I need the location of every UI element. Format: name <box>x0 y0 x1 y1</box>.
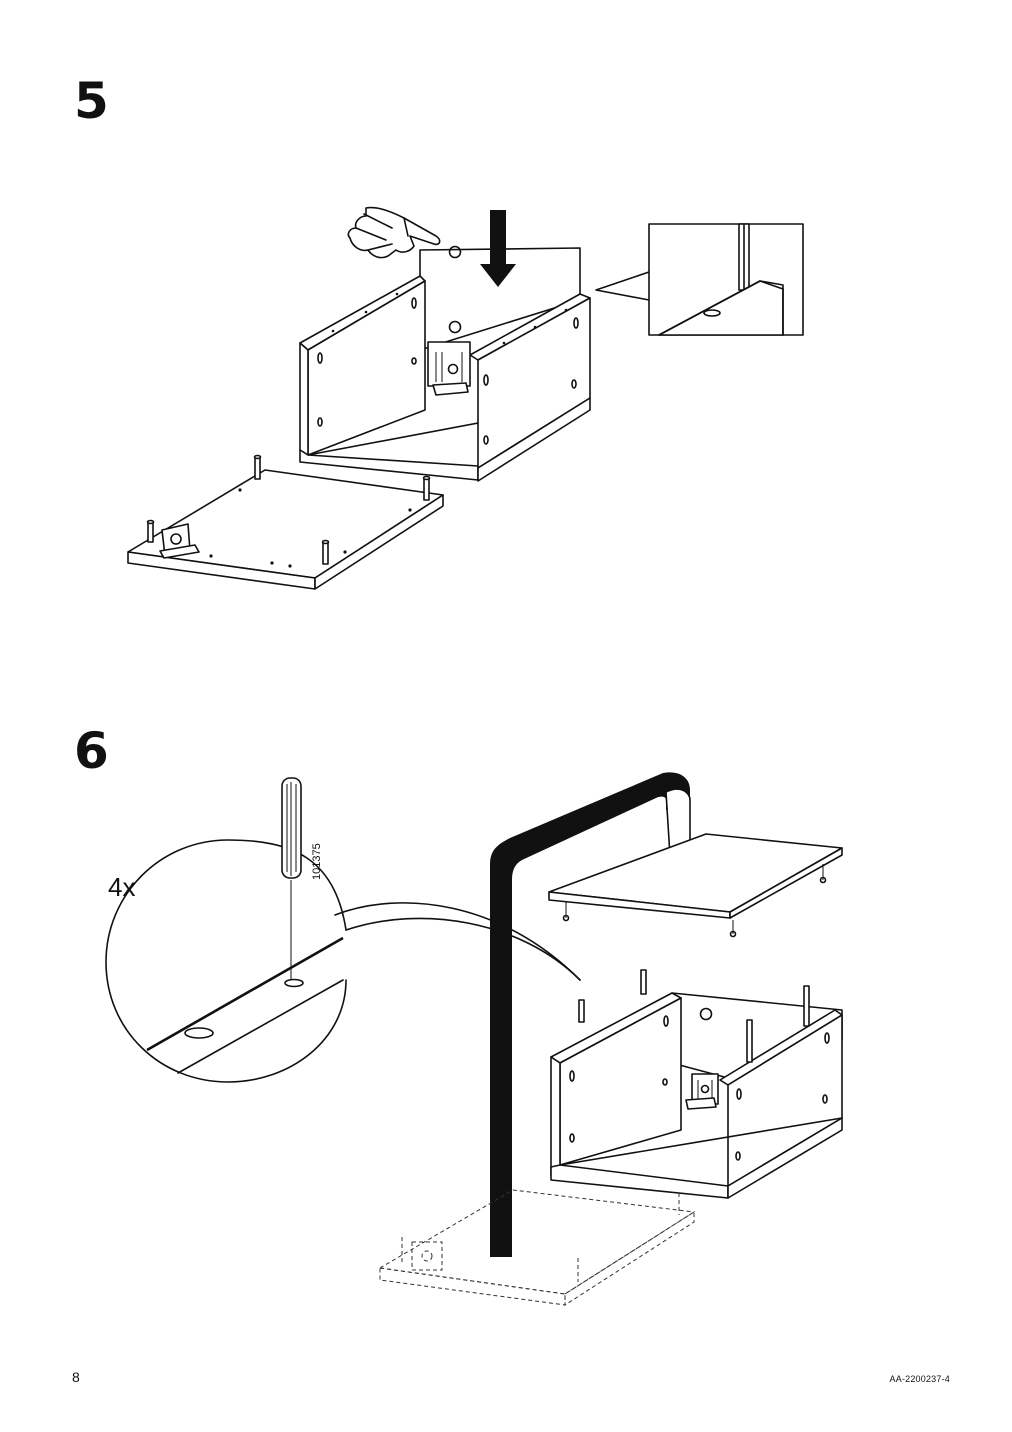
detail-callout <box>595 223 804 336</box>
magnified-detail <box>105 839 347 1083</box>
step-5-number: 5 <box>74 72 109 130</box>
cabinet-box <box>299 245 591 482</box>
cabinet-box <box>550 969 843 1199</box>
step-6-number: 6 <box>74 722 109 780</box>
bottom-panel-ghost <box>378 1189 696 1306</box>
pointing-hand-icon <box>347 206 441 259</box>
document-code: AA-2200237-4 <box>889 1374 950 1384</box>
part-number-label: 101375 <box>311 843 323 880</box>
hinge-bracket <box>159 523 200 559</box>
top-panel <box>548 833 843 938</box>
quantity-label: 4x <box>108 872 135 902</box>
dowel-pins <box>146 454 431 565</box>
page-number: 8 <box>72 1369 80 1385</box>
callout-pointer <box>334 902 581 981</box>
step-5-illustration <box>0 190 1012 610</box>
down-arrow-icon <box>480 210 516 287</box>
bottom-panel <box>127 469 444 590</box>
step-6-illustration: 4x 101375 <box>0 760 1012 1320</box>
dowel-part-icon <box>281 777 302 879</box>
